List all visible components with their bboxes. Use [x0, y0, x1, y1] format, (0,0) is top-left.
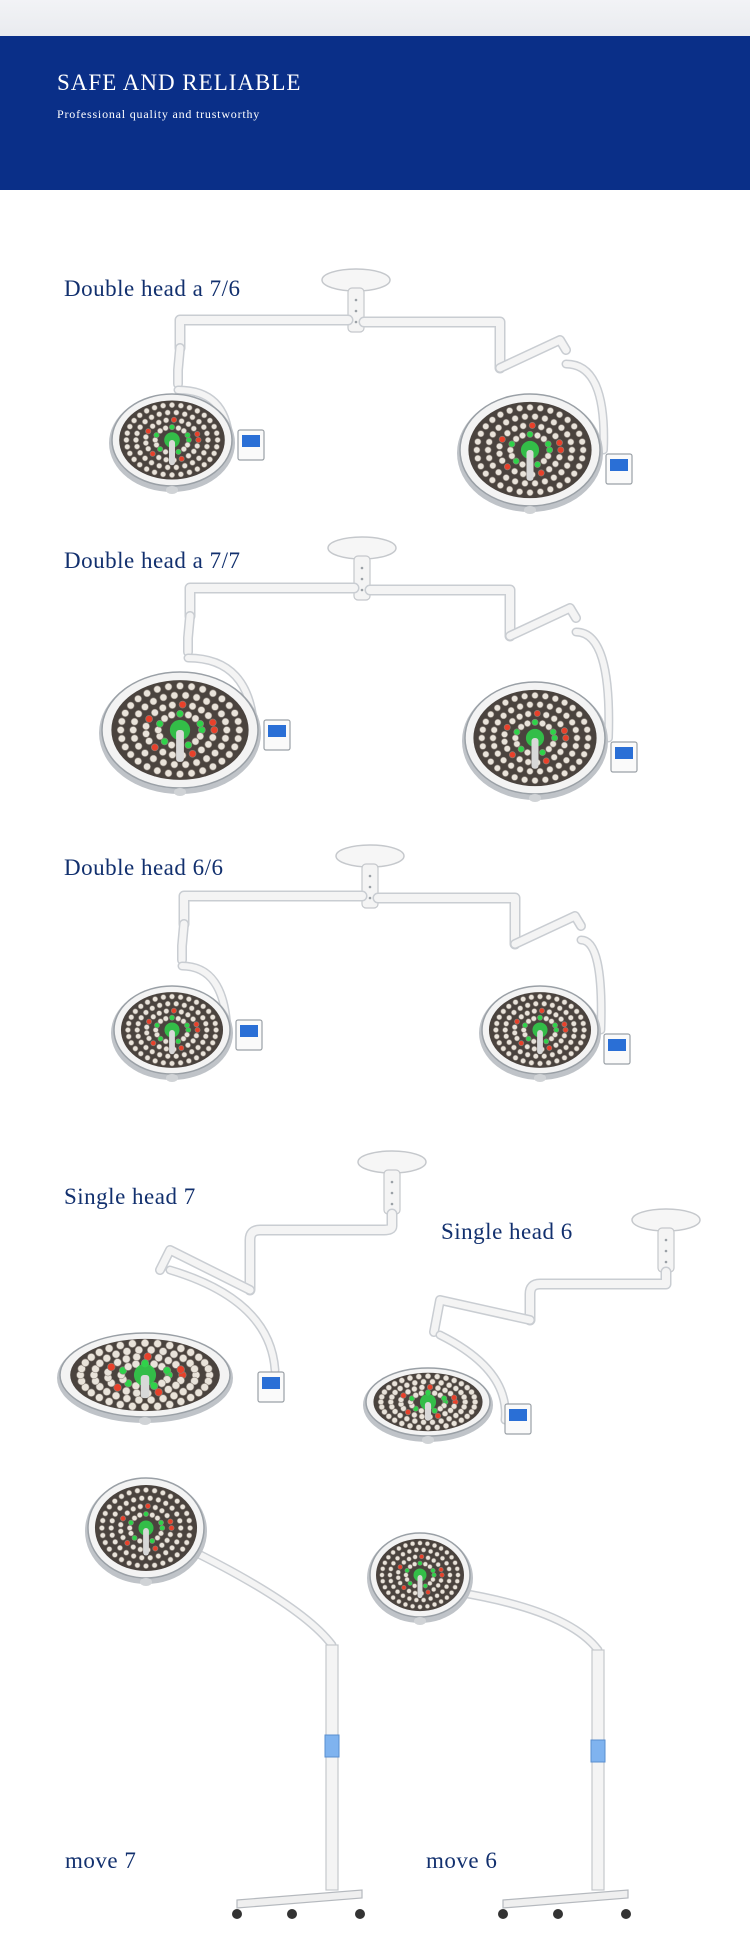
surgical-lamp-head [367, 1532, 473, 1625]
surgical-lamp-head [57, 1332, 233, 1425]
product-label-move-6: move 6 [426, 1848, 498, 1873]
surgical-lamp-head [109, 393, 235, 494]
surgical-lamp-head [479, 985, 601, 1082]
product-label-double-6-6: Double head 6/6 [64, 855, 224, 880]
surgical-lamp-head [99, 671, 261, 796]
surgical-lamp-head [363, 1367, 493, 1444]
hero-banner: SAFE AND RELIABLE Professional quality a… [0, 36, 750, 190]
product-label-move-7: move 7 [65, 1848, 137, 1873]
banner-title: SAFE AND RELIABLE [57, 70, 302, 95]
product-label-single-6: Single head 6 [441, 1219, 573, 1244]
top-strip [0, 0, 750, 36]
surgical-lamp-head [85, 1477, 207, 1586]
product-label-double-7-6: Double head a 7/6 [64, 276, 241, 301]
product-label-single-7: Single head 7 [64, 1184, 196, 1209]
surgical-lamp-head [111, 985, 233, 1082]
product-label-double-7-7: Double head a 7/7 [64, 548, 241, 573]
banner-subtitle: Professional quality and trustworthy [57, 107, 261, 121]
surgical-lamp-head [457, 393, 603, 514]
surgical-lamp-head [462, 681, 608, 802]
